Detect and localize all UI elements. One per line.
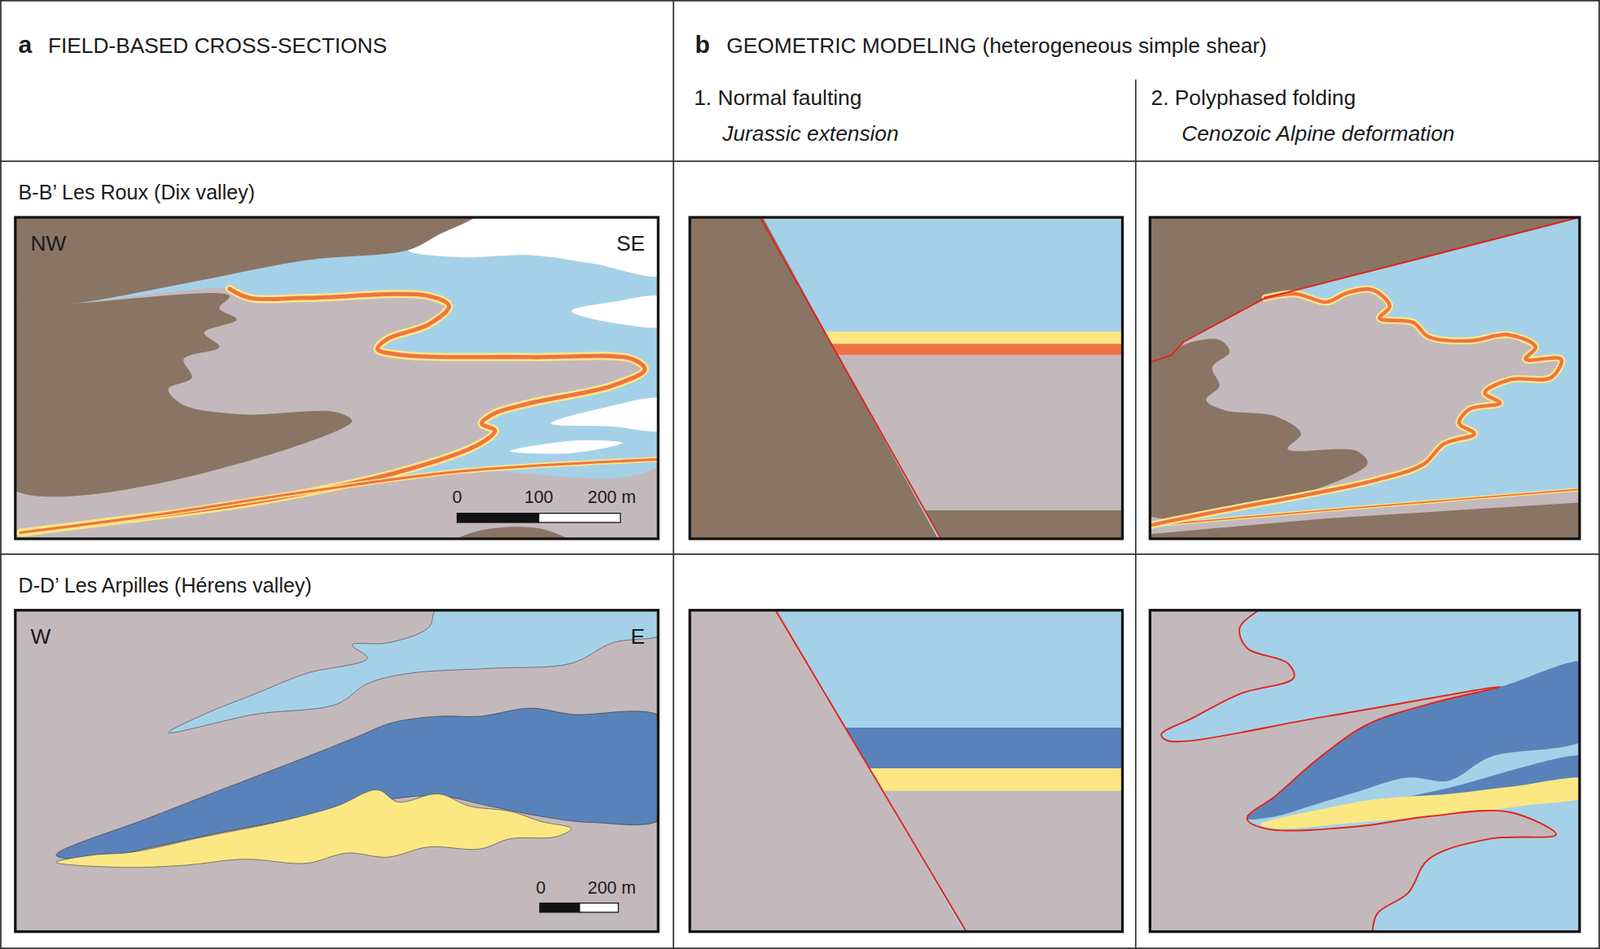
- dark-limestone-layer: [845, 727, 1123, 769]
- table-rule: [0, 947, 1600, 949]
- scale-bar: [539, 903, 619, 913]
- orientation-label: SE: [616, 232, 645, 255]
- section-name: B-B’ Les Roux (Dix valley): [18, 182, 256, 203]
- table-rule: [672, 0, 675, 949]
- limestone-layer: [1161, 610, 1580, 933]
- step-heading: 1. Normal faulting: [693, 87, 862, 109]
- step-heading: 2. Polyphased folding: [1151, 87, 1356, 109]
- panel-letter: b: [694, 32, 710, 57]
- yellow-layer: [1260, 777, 1580, 829]
- basement-unit: [15, 293, 353, 497]
- panel-border: [689, 610, 1123, 933]
- orientation-label: W: [30, 626, 52, 648]
- orientation-label: E: [630, 626, 645, 648]
- panel-border: [1149, 610, 1580, 933]
- basement-unit: [924, 510, 1123, 540]
- column-heading: GEOMETRIC MODELING (heterogeneous simple…: [726, 35, 1267, 57]
- scale-value: 100: [524, 489, 554, 507]
- scale-bar-segment: [539, 903, 580, 913]
- scale-value: 200 m: [587, 489, 636, 507]
- normal-fault: [760, 217, 942, 540]
- unmapped-lens: [571, 295, 659, 329]
- cross-section-panel: [15, 610, 659, 933]
- scale-bar-segment: [456, 513, 539, 523]
- scale-bar-segment: [539, 513, 621, 523]
- cross-section-panel: [689, 217, 1123, 540]
- scale-value: 0: [451, 489, 462, 507]
- yellow-layer: [1149, 289, 1562, 527]
- cross-section-panel: [15, 217, 659, 540]
- yellow-layer: [824, 331, 1123, 344]
- panel-letter: a: [18, 32, 33, 57]
- table-rule: [1135, 79, 1137, 949]
- table-rule: [0, 160, 1600, 163]
- yellow-layer: [56, 789, 572, 868]
- panel-border: [689, 217, 1123, 540]
- grey-layer: [882, 791, 1123, 933]
- panel-border: [15, 610, 659, 933]
- orange-layer: [20, 459, 658, 533]
- step-subheading: Jurassic extension: [722, 122, 899, 145]
- orientation-label: NW: [30, 232, 67, 255]
- panel-border: [1149, 217, 1580, 540]
- table-rule: [1598, 0, 1600, 949]
- folded-fault: [1161, 610, 1557, 933]
- step-subheading: Cenozoic Alpine deformation: [1181, 122, 1455, 145]
- yellow-layer: [20, 289, 645, 534]
- column-heading: FIELD-BASED CROSS-SECTIONS: [48, 35, 387, 57]
- cross-section-panel: [1149, 217, 1580, 540]
- orange-layer: [1149, 489, 1580, 527]
- unmapped-lens: [551, 397, 659, 432]
- table-rule: [0, 553, 1600, 556]
- orange-layer: [20, 289, 645, 534]
- yellow-layer: [1149, 489, 1580, 527]
- cross-section-panel: [689, 610, 1123, 933]
- normal-fault: [775, 610, 966, 933]
- orange-layer: [1149, 289, 1562, 527]
- yellow-layer: [20, 459, 658, 533]
- folded-fault: [1149, 217, 1580, 363]
- table-rule: [0, 0, 2, 949]
- scale-bar-segment: [579, 903, 619, 913]
- panel-border: [15, 217, 659, 540]
- scale-bar: [456, 513, 621, 523]
- yellow-layer: [869, 768, 1123, 792]
- basement-unit: [448, 526, 574, 540]
- cross-section-panel: [1149, 610, 1580, 933]
- table-rule: [0, 0, 1600, 2]
- section-name: D-D’ Les Arpilles (Hérens valley): [18, 575, 312, 597]
- scale-value: 200 m: [587, 880, 636, 898]
- unmapped-lens: [510, 440, 623, 454]
- scale-value: 0: [535, 880, 546, 898]
- orange-layer: [831, 344, 1123, 356]
